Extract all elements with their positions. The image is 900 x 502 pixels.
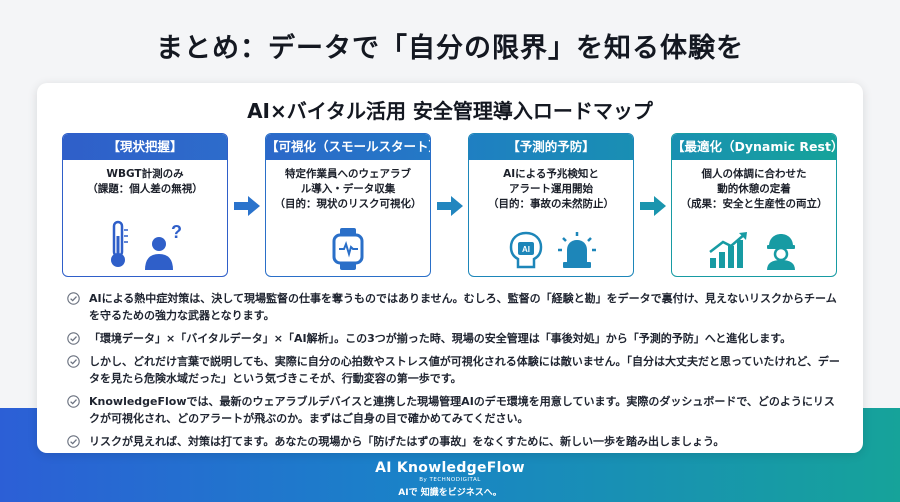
step-predictive-prevention: 【予測的予防】 AIによる予兆検知と アラート運用開始 （目的：事故の未然防止）… — [468, 133, 634, 277]
step-icons: ? — [63, 214, 227, 270]
step-label: 【最適化（Dynamic Rest）】 — [672, 134, 836, 160]
bullet-text: リスクが見えれば、対策は打てます。あなたの現場から「防げたはずの事故」をなくすた… — [89, 435, 725, 448]
arrow-right-icon — [640, 196, 666, 216]
step-line: （成果：安全と生産性の両立） — [680, 198, 828, 210]
svg-text:AI: AI — [522, 245, 530, 254]
step-current-status: 【現状把握】 WBGT計測のみ （課題：個人差の無視） ? — [62, 133, 228, 277]
step-description: 個人の体調に合わせた 動的休憩の定着 （成果：安全と生産性の両立） — [672, 160, 836, 212]
bullet-text: しかし、どれだけ言葉で説明しても、実際に自分の心拍数やストレス値が可視化される体… — [89, 355, 840, 385]
ai-brain-icon: AI — [509, 231, 543, 269]
brand-tagline: AIで 知識をビジネスへ。 — [398, 488, 502, 498]
arrow-right-icon — [437, 196, 463, 216]
step-description: 特定作業員へのウェアラブ ル導入・データ収集 （目的：現状のリスク可視化） — [266, 160, 430, 212]
step-line: （目的：事故の未然防止） — [488, 198, 614, 210]
list-item: リスクが見えれば、対策は打てます。あなたの現場から「防げたはずの事故」をなくすた… — [67, 433, 843, 450]
brand-name: AI KnowledgeFlow — [375, 460, 525, 476]
person-question-icon: ? — [145, 222, 182, 270]
step-optimization: 【最適化（Dynamic Rest）】 個人の体調に合わせた 動的休憩の定着 （… — [671, 133, 837, 277]
bullet-text: AIによる熱中症対策は、決して現場監督の仕事を奪うものではありません。むしろ、監… — [89, 292, 837, 322]
check-circle-icon — [67, 332, 80, 345]
step-line: ル導入・データ収集 — [300, 183, 396, 195]
step-icons — [672, 226, 836, 270]
step-line: 動的休憩の定着 — [717, 183, 791, 195]
check-circle-icon — [67, 435, 80, 448]
step-label: 【可視化（スモールスタート）】 — [266, 134, 430, 160]
arrow-right-icon — [234, 196, 260, 216]
step-line: 個人の体調に合わせた — [701, 168, 807, 180]
step-visualization: 【可視化（スモールスタート）】 特定作業員へのウェアラブ ル導入・データ収集 （… — [265, 133, 431, 277]
step-line: AIによる予兆検知と — [503, 168, 599, 180]
step-icons — [266, 226, 430, 270]
alarm-siren-icon — [558, 232, 596, 268]
step-line: （課題：個人差の無視） — [87, 183, 203, 195]
list-item: 「環境データ」×「バイタルデータ」×「AI解析」。この3つが揃った時、現場の安全… — [67, 330, 843, 347]
step-label: 【現状把握】 — [63, 134, 227, 160]
check-circle-icon — [67, 355, 80, 368]
roadmap-title: AI×バイタル活用 安全管理導入ロードマップ — [247, 99, 653, 123]
step-line: アラート運用開始 — [509, 183, 593, 195]
step-label: 【予測的予防】 — [469, 134, 633, 160]
step-description: AIによる予兆検知と アラート運用開始 （目的：事故の未然防止） — [469, 160, 633, 212]
bullet-text: KnowledgeFlowでは、最新のウェアラブルデバイスと連携した現場管理AI… — [89, 395, 835, 425]
page-title: まとめ：データで「自分の限界」を知る体験を — [156, 33, 744, 64]
list-item: AIによる熱中症対策は、決して現場監督の仕事を奪うものではありません。むしろ、監… — [67, 290, 843, 324]
footer-brand: AI KnowledgeFlow By TECHNODIGITAL AIで 知識… — [0, 460, 900, 498]
check-circle-icon — [67, 395, 80, 408]
list-item: KnowledgeFlowでは、最新のウェアラブルデバイスと連携した現場管理AI… — [67, 393, 843, 427]
check-circle-icon — [67, 292, 80, 305]
step-description: WBGT計測のみ （課題：個人差の無視） — [63, 160, 227, 197]
bullet-text: 「環境データ」×「バイタルデータ」×「AI解析」。この3つが揃った時、現場の安全… — [89, 332, 792, 345]
step-line: 特定作業員へのウェアラブ — [285, 168, 411, 180]
svg-text:?: ? — [171, 222, 182, 242]
smartwatch-icon — [332, 228, 364, 270]
growth-chart-icon — [709, 232, 747, 268]
summary-bullets: AIによる熱中症対策は、決して現場監督の仕事を奪うものではありません。むしろ、監… — [67, 290, 843, 456]
worker-helmet-icon — [767, 234, 795, 270]
step-line: （目的：現状のリスク可視化） — [274, 198, 422, 210]
thermometer-icon — [111, 220, 128, 267]
step-icons: AI — [469, 226, 633, 270]
list-item: しかし、どれだけ言葉で説明しても、実際に自分の心拍数やストレス値が可視化される体… — [67, 353, 843, 387]
roadmap-card: AI×バイタル活用 安全管理導入ロードマップ 【現状把握】 WBGT計測のみ （… — [37, 83, 863, 453]
step-line: WBGT計測のみ — [106, 168, 184, 180]
brand-byline: By TECHNODIGITAL — [419, 477, 481, 483]
